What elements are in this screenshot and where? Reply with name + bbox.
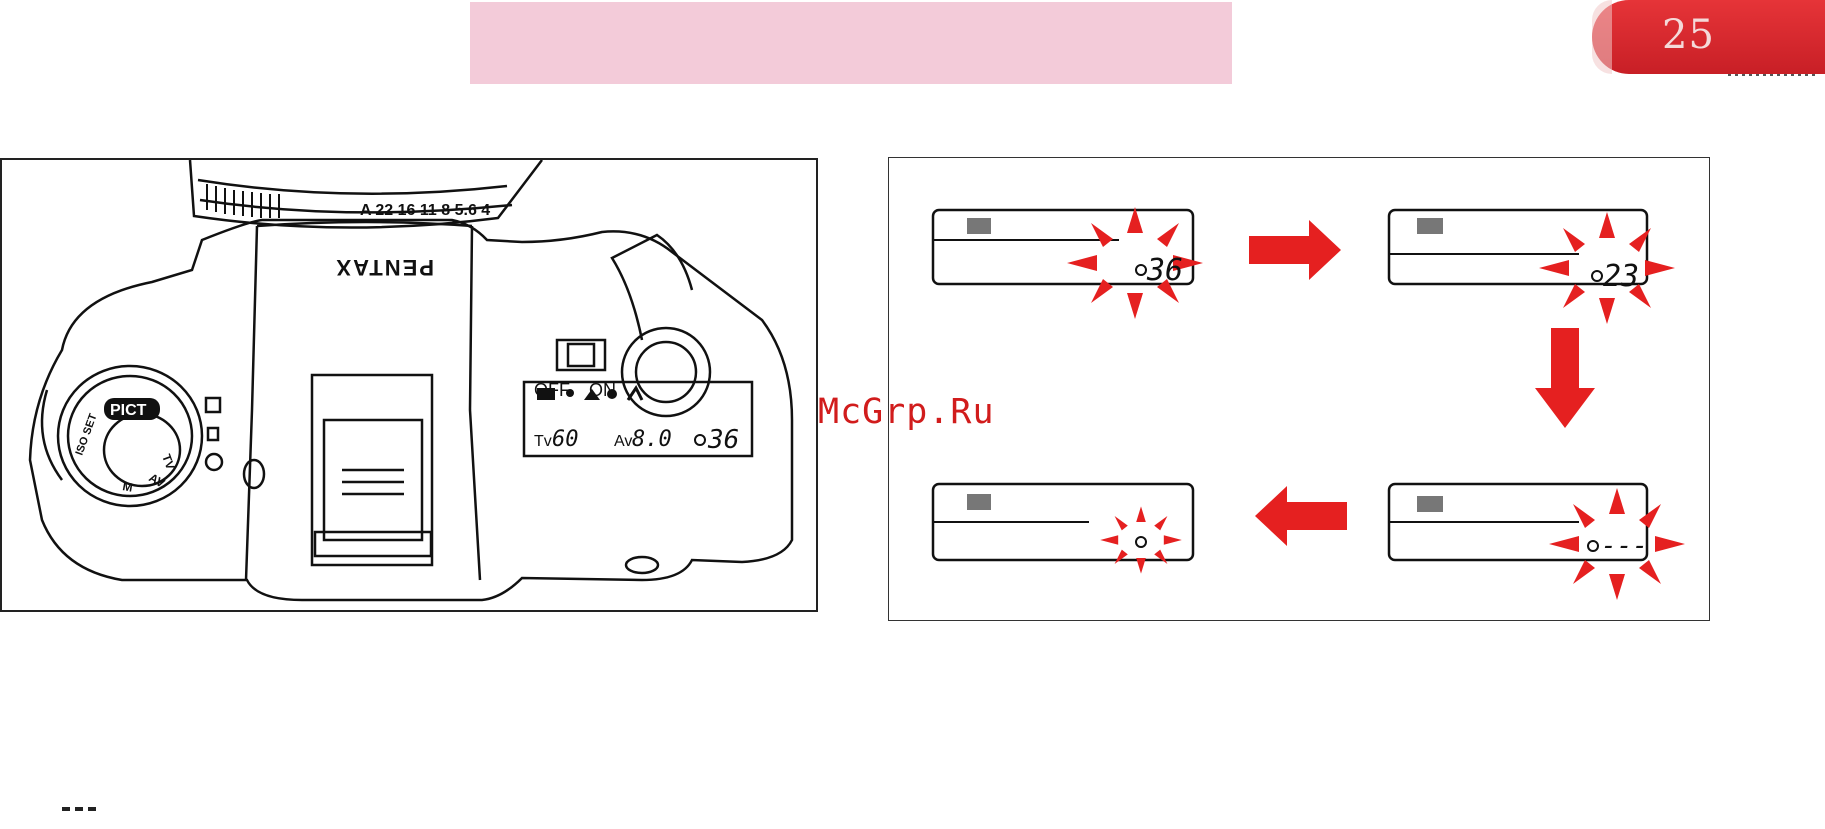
panel-2-value: 23	[1603, 259, 1639, 294]
lcd-tv-value: 60	[552, 427, 579, 452]
brand-logo: PENTAX	[334, 255, 434, 280]
lcd-tv-label: Tv	[534, 433, 552, 450]
tab-fringe-decoration	[1728, 74, 1818, 76]
counter-sequence-drawing: 36 23 ---	[889, 158, 1711, 622]
arrow-left	[1255, 486, 1347, 546]
arrow-right	[1249, 220, 1341, 280]
camera-illustration: A 22 16 11 8 5.6 4 PENTAX OFF ON PICT IS…	[0, 158, 818, 612]
panel-1-value: 36	[1146, 253, 1183, 288]
lcd-panel-2: 23	[1389, 210, 1675, 324]
lcd-av-value: 8.0	[632, 427, 672, 452]
panel-3-value: ---	[1601, 531, 1648, 561]
page-number-tab: 25	[1592, 0, 1825, 74]
header-banner	[470, 2, 1232, 84]
dial-pict-label: PICT	[110, 402, 147, 419]
lcd-panel-3: ---	[1389, 484, 1685, 600]
dial-iso-label: ISO SET	[74, 412, 100, 457]
lcd-film-icon	[695, 435, 705, 445]
frame-counter-diagram: 36 23 ---	[888, 157, 1710, 621]
page-number: 25	[1662, 12, 1762, 58]
aperture-scale-label: A 22 16 11 8 5.6 4	[360, 202, 490, 219]
camera-top-view-drawing: A 22 16 11 8 5.6 4 PENTAX OFF ON PICT IS…	[2, 160, 818, 612]
arrow-down	[1535, 328, 1595, 428]
lcd-frame-count: 36	[707, 425, 739, 455]
lcd-av-label: Av	[614, 433, 632, 450]
watermark-text: McGrp.Ru	[818, 392, 995, 432]
dial-m-label: M	[121, 479, 133, 495]
lcd-panel-4	[933, 484, 1193, 574]
lcd-panel-1: 36	[933, 207, 1203, 319]
footer-dash-mark	[62, 807, 100, 811]
